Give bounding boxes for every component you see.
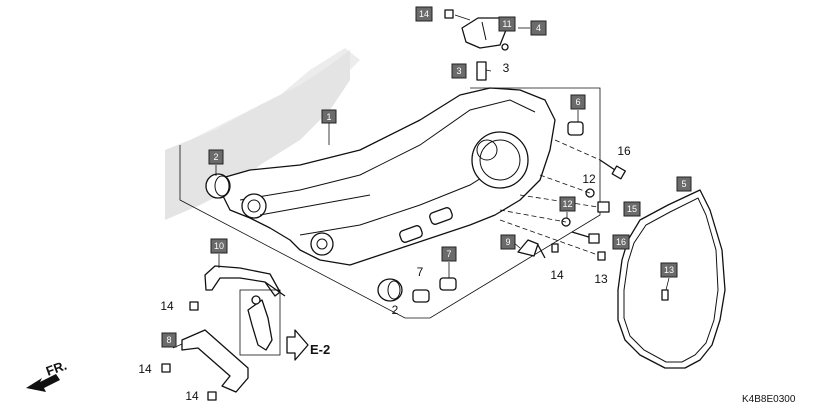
leader-bolt-15 xyxy=(519,194,599,208)
label-3: 3 xyxy=(503,61,510,75)
case-strap xyxy=(259,194,371,216)
gasket-5-inner xyxy=(623,197,719,363)
callout-5: 5 xyxy=(676,176,692,192)
collar-7-right xyxy=(439,277,457,291)
leader-washer-12 xyxy=(539,174,591,194)
bushing-6 xyxy=(567,121,584,136)
collar-7-left xyxy=(412,289,430,303)
svg-text:1: 1 xyxy=(326,112,331,122)
bracket-9-tab xyxy=(537,244,546,259)
case-slot-2 xyxy=(399,225,423,243)
callout-13: 13 xyxy=(660,262,678,278)
bolt-14-breather xyxy=(444,9,454,19)
bolt-14-bracket-10 xyxy=(189,301,199,311)
callout-10: 10 xyxy=(210,238,228,254)
leader-dowel-13 xyxy=(499,219,599,256)
svg-text:2: 2 xyxy=(213,152,218,162)
hose-3 xyxy=(476,61,487,81)
callout-12: 12 xyxy=(559,196,576,212)
assembly-outline xyxy=(179,87,601,319)
callout-7: 7 xyxy=(441,246,457,262)
leader-13 xyxy=(665,277,670,291)
bracket-8 xyxy=(181,329,249,393)
bolt-14-bracket-8-b xyxy=(207,391,217,401)
label-14-bracket-8-a: 14 xyxy=(138,362,152,376)
diagram-code: K4B8E0300 xyxy=(742,394,796,405)
bushing-2-bottom xyxy=(377,278,403,302)
reference-frame xyxy=(239,289,281,356)
callout-2: 2 xyxy=(208,149,224,165)
clutch-housing-inner xyxy=(479,139,521,181)
leader-3 xyxy=(485,69,492,72)
bolt-16-upper xyxy=(599,159,626,180)
label-16: 16 xyxy=(617,144,631,158)
reference-bolt xyxy=(251,295,261,305)
bushing-2-top xyxy=(205,173,231,199)
dowel-pin-13-gasket xyxy=(661,289,669,301)
svg-text:5: 5 xyxy=(681,179,686,189)
svg-text:9: 9 xyxy=(505,237,510,247)
label-14-bracket-9: 14 xyxy=(550,268,564,282)
front-pivot-boss xyxy=(241,193,267,219)
callout-8: 8 xyxy=(161,332,177,348)
case-slot-1 xyxy=(429,207,453,225)
lower-mount-boss xyxy=(310,232,334,256)
transmission-case xyxy=(214,87,556,266)
reference-label: E-2 xyxy=(310,342,330,357)
svg-text:13: 13 xyxy=(664,265,674,275)
leader-bolt-16 xyxy=(554,139,601,161)
frame-shading-upper xyxy=(180,48,360,160)
svg-text:12: 12 xyxy=(562,199,572,209)
front-direction-label: FR. xyxy=(44,358,69,379)
svg-text:14: 14 xyxy=(419,9,429,19)
svg-text:16: 16 xyxy=(616,237,626,247)
callout-3: 3 xyxy=(451,63,467,79)
callout-4: 4 xyxy=(530,20,547,36)
bracket-10 xyxy=(204,265,281,297)
gasket-5 xyxy=(617,189,726,369)
svg-text:11: 11 xyxy=(502,19,511,29)
callout-6: 6 xyxy=(570,94,586,110)
label-7: 7 xyxy=(417,265,424,279)
washer-12-upper xyxy=(585,188,595,198)
callout-9: 9 xyxy=(500,234,516,250)
callout-14: 14 xyxy=(415,6,433,22)
callout-16: 16 xyxy=(612,234,630,250)
label-14-bracket-8-b: 14 xyxy=(185,389,199,403)
callout-11: 11 xyxy=(498,16,516,32)
svg-text:3: 3 xyxy=(456,66,461,76)
drive-shaft-bore xyxy=(476,139,498,161)
front-pivot-hole xyxy=(247,199,261,213)
front-direction-arrow xyxy=(26,374,60,392)
reference-bracket xyxy=(247,299,273,351)
bolt-14-bracket-8-a xyxy=(161,363,171,373)
label-13: 13 xyxy=(594,272,608,286)
callout-1: 1 xyxy=(321,109,337,124)
case-inner-edge xyxy=(239,99,536,201)
svg-text:8: 8 xyxy=(166,335,171,345)
dowel-pin-13-case xyxy=(597,251,606,261)
label-2-bottom: 2 xyxy=(392,303,399,317)
reference-arrow xyxy=(286,329,309,361)
callout-15: 15 xyxy=(623,201,641,217)
bracket-9 xyxy=(517,239,539,257)
svg-text:10: 10 xyxy=(214,241,224,251)
bracket-10-rod xyxy=(264,281,286,297)
svg-text:7: 7 xyxy=(446,249,451,259)
bolt-14-bracket-9 xyxy=(551,243,559,253)
label-12: 12 xyxy=(582,172,596,186)
lower-mount-hole xyxy=(316,238,328,250)
leader-washer-12-b xyxy=(499,209,567,223)
svg-text:6: 6 xyxy=(575,97,580,107)
bolt-16-lower xyxy=(571,231,600,244)
svg-text:15: 15 xyxy=(627,204,637,214)
bolt-15 xyxy=(597,201,610,213)
label-14-bracket-10: 14 xyxy=(160,299,174,313)
breather-nut xyxy=(501,43,509,51)
leader-bolt-14-breather xyxy=(454,14,471,21)
breather-divider xyxy=(481,21,487,41)
svg-text:4: 4 xyxy=(536,23,541,33)
